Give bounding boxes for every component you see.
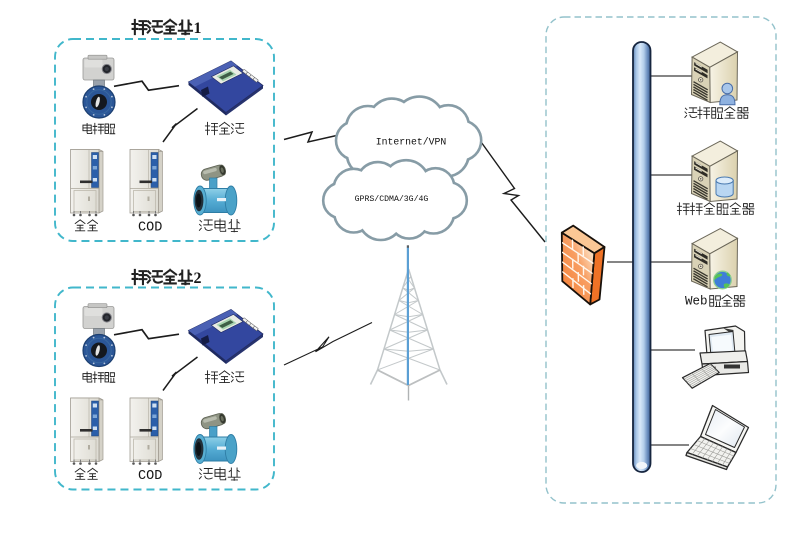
svg-text:COD: COD	[138, 469, 162, 484]
svg-text:GPRS/CDMA/3G/4G: GPRS/CDMA/3G/4G	[355, 194, 429, 204]
svg-text:COD: COD	[138, 221, 162, 236]
svg-text:Internet/VPN: Internet/VPN	[376, 137, 447, 148]
svg-text:2: 2	[194, 270, 202, 287]
svg-text:1: 1	[194, 20, 202, 37]
svg-text:Web: Web	[685, 295, 708, 309]
